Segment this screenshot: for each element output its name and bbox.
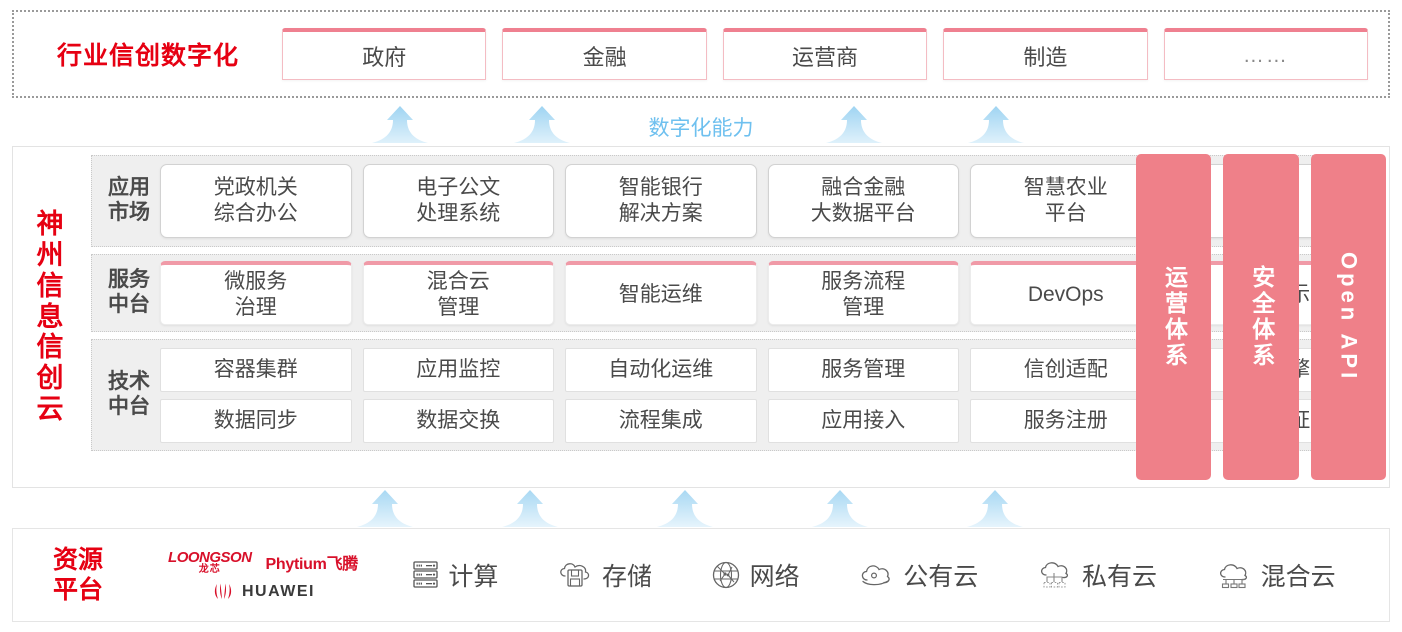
huawei-logo: HUAWEI [211,583,315,601]
resource-platform-title: 资源 平台 [52,546,103,604]
phytium-logo: Phytium飞腾 [265,556,359,573]
resource-item-label: 混合云 [1260,563,1336,591]
resource-item-label: 网络 [749,563,800,591]
tech-card-container-cluster[interactable]: 容器集群 [160,347,352,392]
resource-to-cloud-arrow-row [0,488,1402,528]
svc-card-microservice-governance[interactable]: 微服务 治理 [160,261,352,325]
resource-item-public-cloud[interactable]: 公有云 [858,557,978,593]
industry-tab-list: 政府 金融 运营商 制造 …… [282,28,1388,80]
up-arrow-icon [657,490,713,527]
network-globe-icon [712,561,739,589]
vendor-logo-group: LOONGSON 龙芯 Phytium飞腾 HUAWEI [143,550,383,601]
app-card-smart-agriculture[interactable]: 智慧农业 平台 [970,164,1162,238]
up-arrow-icon [502,490,558,527]
tech-card-app-access[interactable]: 应用接入 [767,398,959,443]
tech-card-xinchuang-adaptation[interactable]: 信创适配 [970,347,1162,392]
app-card-edoc-system[interactable]: 电子公文 处理系统 [362,164,554,238]
cloud-title-char: 云 [36,393,64,424]
pillar-security-label: 安全体系 [1248,265,1275,369]
service-platform-label: 服务 中台 [108,268,150,316]
digital-capability-arrow-row: 数字化能力 [0,104,1402,144]
industry-band-title: 行业信创数字化 [56,42,239,70]
private-cloud-icon [1040,562,1069,588]
industry-tab-telecom[interactable]: 运营商 [722,28,928,80]
industry-tab-government[interactable]: 政府 [282,28,487,80]
tech-card-app-monitoring[interactable]: 应用监控 [362,347,554,392]
tech-card-automated-ops[interactable]: 自动化运维 [565,347,757,392]
resource-item-compute[interactable]: 计算 [412,557,498,593]
svc-card-service-process-mgmt[interactable]: 服务流程 管理 [767,261,959,325]
cloud-title-char: 息 [36,301,64,332]
pillar-operations-system[interactable]: 运营体系 [1136,154,1212,480]
industry-digitalization-band: 行业信创数字化 政府 金融 运营商 制造 …… [12,10,1390,98]
cloud-block-title: 神 州 信 息 信 创 云 [13,147,87,487]
server-icon [413,561,438,588]
cloud-title-char: 州 [36,240,64,271]
up-arrow-icon [357,490,413,527]
technology-platform-label: 技术 中台 [108,370,150,418]
pillar-operations-label: 运营体系 [1161,265,1188,369]
resource-item-list: 计算 存储 [383,557,1389,593]
up-arrow-icon [812,490,868,527]
resource-item-label: 私有云 [1081,563,1157,591]
cloud-storage-icon [560,563,590,587]
industry-tab-more[interactable]: …… [1163,28,1369,80]
hybrid-cloud-icon [1219,564,1247,589]
resource-item-hybrid-cloud[interactable]: 混合云 [1216,557,1336,593]
app-card-government-office[interactable]: 党政机关 综合办公 [160,164,352,238]
digital-capability-label: 数字化能力 [648,117,754,140]
up-arrow-icon [514,106,570,143]
tech-card-data-sync[interactable]: 数据同步 [160,398,352,443]
loongson-logo: LOONGSON 龙芯 [168,548,252,575]
cloud-title-char: 创 [36,363,64,394]
resource-item-private-cloud[interactable]: 私有云 [1037,557,1157,593]
technology-platform-band: 技术 中台 容器集群 应用监控 自动化运维 服务管理 信创适配 流程引擎 数据同… [91,339,1381,451]
cross-cutting-pillars: 运营体系 安全体系 Open API [1136,154,1386,480]
resource-item-storage[interactable]: 存储 [557,557,652,593]
svc-card-devops[interactable]: DevOps [970,261,1162,325]
up-arrow-icon [968,106,1024,143]
industry-tab-manufacturing[interactable]: 制造 [943,28,1148,80]
pillar-open-api[interactable]: Open API [1310,154,1386,480]
pillar-security-system[interactable]: 安全体系 [1223,154,1299,480]
public-cloud-icon [862,565,890,586]
tech-card-row-1: 容器集群 应用监控 自动化运维 服务管理 信创适配 流程引擎 [160,347,1364,392]
application-market-label: 应用 市场 [108,176,150,224]
cloud-title-char: 神 [36,209,64,240]
up-arrow-icon [372,106,428,143]
huawei-flower-icon [214,583,232,599]
cloud-title-char: 信 [36,332,64,363]
pillar-open-api-label: Open API [1336,251,1362,383]
tech-card-service-registry[interactable]: 服务注册 [970,398,1162,443]
resource-item-label: 存储 [601,563,652,591]
resource-item-label: 计算 [448,563,499,591]
tech-card-process-integration[interactable]: 流程集成 [565,398,757,443]
tech-card-data-exchange[interactable]: 数据交换 [362,398,554,443]
svc-card-smart-ops[interactable]: 智能运维 [565,261,757,325]
tech-card-service-mgmt[interactable]: 服务管理 [767,347,959,392]
resource-item-network[interactable]: 网络 [711,557,800,593]
cloud-title-char: 信 [36,270,64,301]
svc-card-hybrid-cloud-mgmt[interactable]: 混合云 管理 [362,261,554,325]
resource-item-label: 公有云 [903,563,979,591]
industry-tab-finance[interactable]: 金融 [502,28,707,80]
vendor-logo-line-1: LOONGSON 龙芯 Phytium飞腾 [168,550,358,575]
technology-platform-cards: 容器集群 应用监控 自动化运维 服务管理 信创适配 流程引擎 数据同步 数据交换… [160,347,1370,443]
app-card-fintech-bigdata[interactable]: 融合金融 大数据平台 [767,164,959,238]
up-arrow-icon [826,106,882,143]
resource-platform-block: 资源 平台 LOONGSON 龙芯 Phytium飞腾 HUAWEI [12,528,1390,622]
up-arrow-icon [967,490,1023,527]
app-card-smart-bank[interactable]: 智能银行 解决方案 [565,164,757,238]
